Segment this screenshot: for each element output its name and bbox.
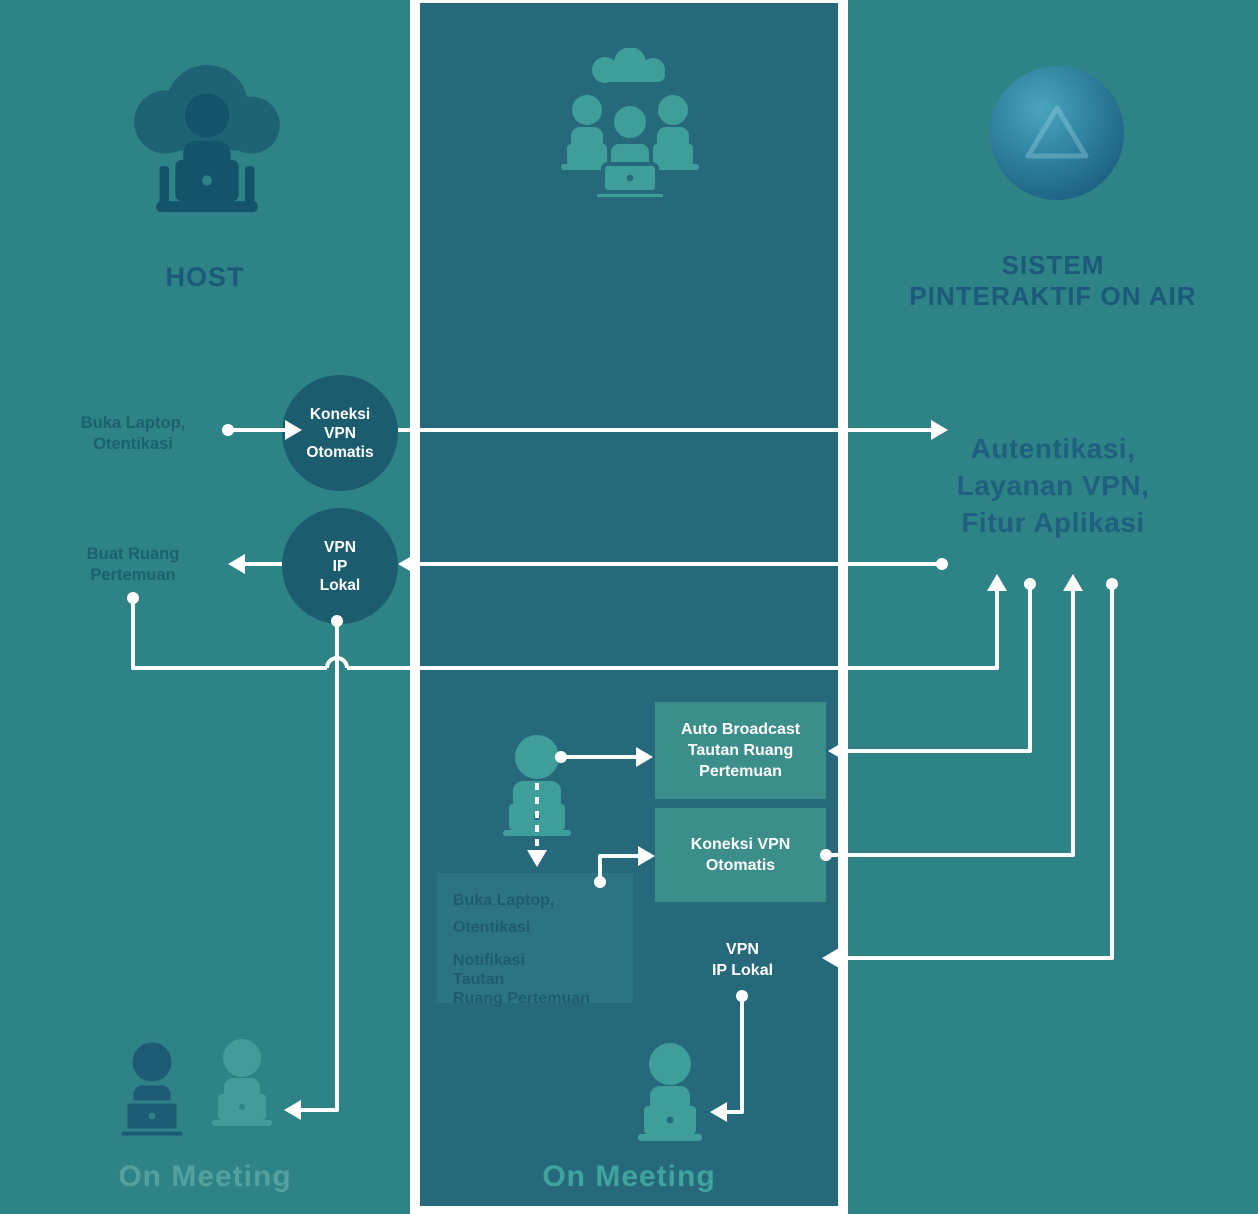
notify-box-line1: Buka Laptop, Otentikasi bbox=[453, 892, 555, 936]
system-title: SISTEM PINTERAKTIF ON AIR bbox=[909, 250, 1197, 311]
system-services-label: Autentikasi, Layanan VPN, Fitur Aplikasi bbox=[956, 433, 1150, 538]
host-step2-label: Buat Ruang Pertemuan bbox=[86, 545, 180, 584]
participant-vpn-box: Koneksi VPN Otomatis bbox=[655, 808, 826, 902]
system-sphere-icon bbox=[990, 66, 1124, 200]
participant-ip-label: VPN IP Lokal bbox=[711, 941, 774, 979]
participant-meeting-user-icon bbox=[622, 1038, 722, 1150]
participant-footer: On Meeting bbox=[542, 1160, 716, 1193]
host-meeting-users-icon bbox=[100, 1032, 300, 1160]
broadcast-box: Auto Broadcast Tautan Ruang Pertemuan bbox=[655, 702, 826, 799]
host-title: HOST bbox=[165, 262, 245, 292]
notify-box: Buka Laptop, Otentikasi Notifikasi Tauta… bbox=[437, 873, 633, 1007]
host-ip-circle: VPN IP Lokal bbox=[282, 508, 398, 624]
participant-user-icon bbox=[495, 728, 585, 843]
host-vpn-circle: Koneksi VPN Otomatis bbox=[282, 375, 398, 491]
host-cloud-user-icon bbox=[112, 55, 302, 230]
host-step1-label: Buka Laptop, Otentikasi bbox=[80, 414, 186, 453]
participants-group-icon bbox=[545, 48, 715, 248]
host-footer: On Meeting bbox=[118, 1160, 292, 1193]
notify-box-line2: Notifikasi Tautan Ruang Pertemuan bbox=[453, 952, 590, 1007]
